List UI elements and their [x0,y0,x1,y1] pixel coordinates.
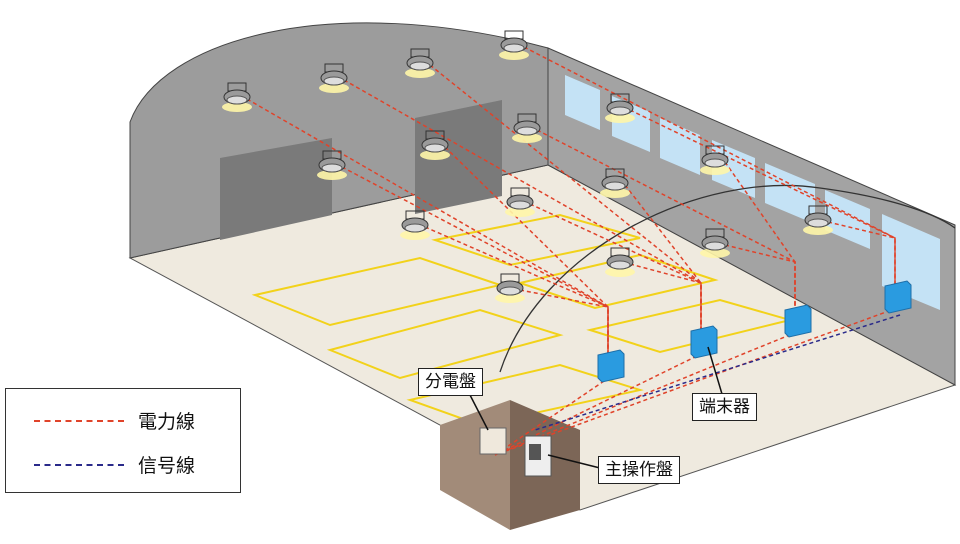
legend-label: 信号線 [138,455,196,477]
ceiling-light-icon [512,113,542,143]
court-line [326,308,564,380]
signal-line [534,314,901,431]
signal-line-swatch [34,463,124,466]
ceiling-light-icon [319,63,349,93]
power-line [629,109,896,288]
power-line [519,289,609,357]
terminal-icon[interactable] [784,304,812,338]
ceiling-light-icon [605,247,635,277]
terminal-icon[interactable] [690,325,718,359]
ceiling-light-icon [317,150,347,180]
distribution-board-box[interactable] [479,427,507,455]
front-arch [499,184,956,373]
legend-item-power: 電力線 [34,407,195,434]
court-line [431,213,641,267]
ceiling-light-icon [420,130,450,160]
power-line [494,331,798,456]
power-line [494,376,611,456]
door-right [415,100,502,214]
ceiling-light-icon [222,82,252,112]
terminal-label: 端末器 [692,393,757,421]
power-line [494,352,704,456]
ceiling-light-icon [405,48,435,78]
legend-item-signal: 信号線 [34,451,195,478]
distribution-board-label: 分電盤 [418,368,483,396]
legend: 電力線 信号線 [5,388,241,493]
ceiling-light-icon [499,30,529,60]
ceiling-light-icon [600,168,630,198]
main-control-panel-label: 主操作盤 [598,456,680,484]
power-line [629,263,702,333]
power-line [494,307,898,456]
ceiling-light-icon [505,187,535,217]
ceiling-light-icon [400,210,430,240]
power-line [724,244,796,312]
terminal-icon[interactable] [597,349,625,383]
power-line [523,46,896,288]
power-line-swatch [34,419,124,422]
power-line [341,166,609,357]
terminal-icon[interactable] [884,280,912,314]
main-control-panel-screen [529,444,541,460]
court-line [406,363,644,427]
legend-label: 電力線 [138,411,196,433]
ceiling-light-icon [700,145,730,175]
ceiling-light-icon [605,93,635,123]
ceiling-light-icon [700,228,730,258]
callout-lines [469,346,723,469]
door-left [220,138,332,240]
power-line [827,221,896,288]
ceiling-light-icon [495,273,525,303]
ceiling-light-icon [803,205,833,235]
